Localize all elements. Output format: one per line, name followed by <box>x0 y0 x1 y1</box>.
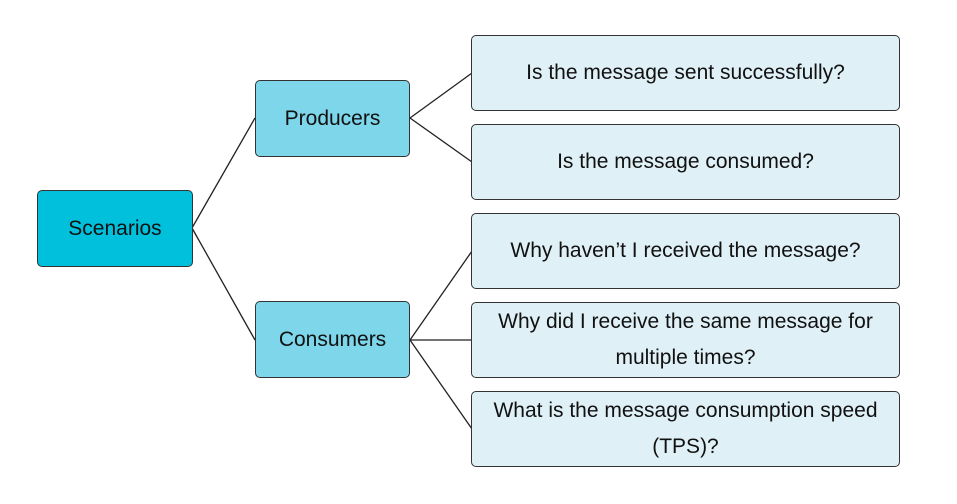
leaf-node-not-received: Why haven’t I received the message? <box>471 213 900 289</box>
leaf-node-sent-successfully: Is the message sent successfully? <box>471 35 900 111</box>
leaf-node-consumption-speed: What is the message consumption speed (T… <box>471 391 900 467</box>
link-consumers-leaf-1 <box>409 250 473 341</box>
branch-node-consumers: Consumers <box>255 301 410 378</box>
leaf-node-received-multiple-times: Why did I receive the same message for m… <box>471 302 900 378</box>
root-node-scenarios: Scenarios <box>37 190 193 267</box>
branch-node-producers: Producers <box>255 80 410 157</box>
link-producers-leaf-1 <box>409 72 473 119</box>
link-root-consumers <box>191 227 256 341</box>
link-root-producers <box>191 117 256 229</box>
link-producers-leaf-2 <box>409 117 473 163</box>
leaf-node-message-consumed: Is the message consumed? <box>471 124 900 200</box>
link-consumers-leaf-3 <box>409 339 473 430</box>
